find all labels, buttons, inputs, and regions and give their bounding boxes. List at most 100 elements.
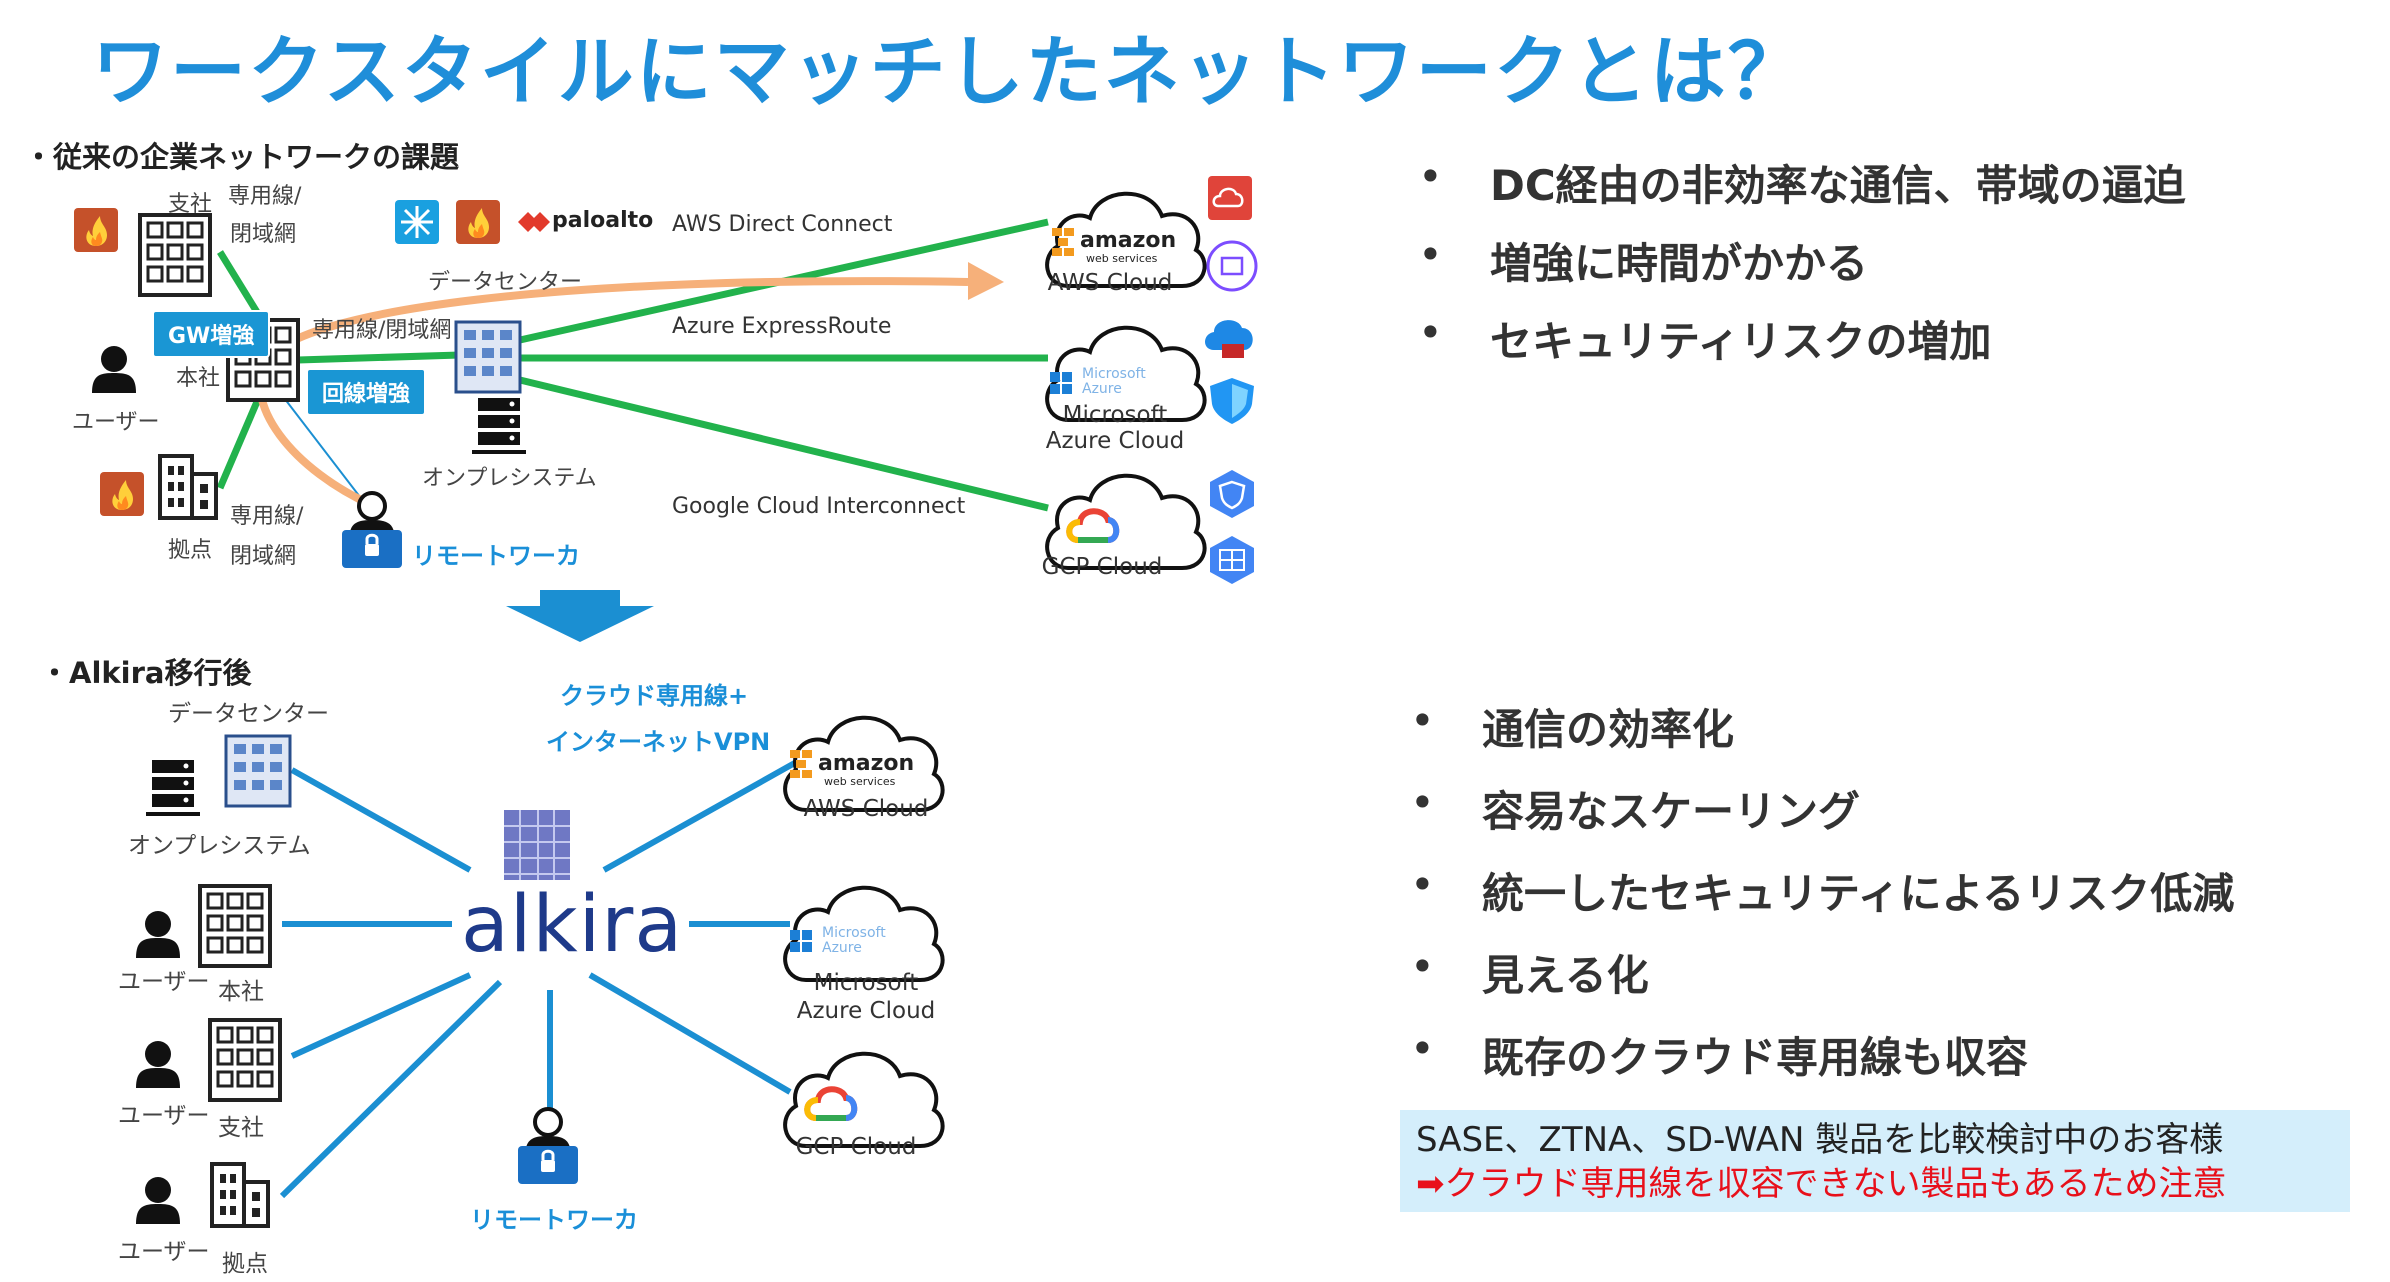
remote-worker-icon — [516, 1107, 580, 1186]
caution-note-line2: ➡クラウド専用線を収容できない製品もあるため注意 — [1416, 1164, 2227, 1204]
line-upgrade-badge: 回線増強 — [306, 368, 427, 416]
after-aws-cloud-label: AWS Cloud — [803, 796, 929, 822]
after-user-base-label: ユーザー — [118, 1239, 210, 1265]
cloud-line-label-1: クラウド専用線+ — [560, 682, 749, 710]
fire-icon — [456, 200, 500, 244]
after-gcp-cloud-label: GCP Cloud — [795, 1134, 917, 1160]
paloalto-logo-text: paloalto — [552, 208, 654, 233]
benefit-item: 統一したセキュリティによるリスク低減 — [1410, 860, 2234, 942]
google-interconnect-label: Google Cloud Interconnect — [672, 494, 966, 519]
datacenter-label: データセンター — [428, 270, 583, 295]
gw-upgrade-badge: GW増強 — [152, 310, 271, 358]
issue-item: DC経由の非効率な通信、帯域の逼迫 — [1418, 152, 2186, 230]
azure-cloud-icon — [1045, 325, 1207, 422]
after-remote-worker-label: リモートワーカ — [470, 1206, 638, 1234]
leased-line-mid-label: 専用線/閉域網 — [312, 318, 452, 343]
remote-worker-icon — [340, 491, 404, 570]
server-icon — [472, 398, 526, 454]
azure-cloud-icon — [783, 885, 945, 982]
gcp-security-icon — [1210, 470, 1254, 518]
cloud-line-label-2: インターネットVPN — [546, 728, 771, 756]
small-building-icon — [210, 1162, 270, 1228]
benefits-list: 通信の効率化 容易なスケーリング 統一したセキュリティによるリスク低減 見える化… — [1410, 696, 2234, 1106]
building-icon — [198, 884, 272, 968]
webservices-logo-text: web services — [824, 775, 896, 788]
building-icon — [208, 1018, 282, 1102]
before-connection-lines — [216, 218, 1049, 512]
aws-cloud-label: AWS Cloud — [1047, 270, 1173, 296]
page-title: ワークスタイルにマッチしたネットワークとは？ — [92, 27, 1806, 116]
traffic-arrowhead — [968, 262, 1004, 300]
leased-line-label-2a: 専用線/ — [230, 504, 304, 529]
after-base-label: 拠点 — [222, 1251, 268, 1277]
caution-note-line1: SASE、ZTNA、SD-WAN 製品を比較検討中のお客様 — [1416, 1120, 2224, 1160]
after-datacenter-label: データセンター — [168, 701, 329, 727]
ms-azure-logo-text-2: Azure — [1082, 381, 1122, 397]
benefit-item: 既存のクラウド専用線も収容 — [1410, 1024, 2234, 1106]
after-connection-lines — [279, 757, 802, 1199]
hq-label: 本社 — [176, 366, 221, 391]
aws-cloud-icon — [1045, 191, 1207, 288]
fire-icon — [100, 472, 144, 516]
azure-shield-icon — [1210, 378, 1254, 424]
datacenter-building-icon — [454, 320, 522, 394]
aws-firewall-icon — [1206, 240, 1258, 292]
leased-line-label-1a: 専用線/ — [228, 184, 302, 209]
person-icon — [136, 1041, 180, 1088]
server-icon — [146, 760, 200, 816]
person-icon — [136, 911, 180, 958]
after-user-branch-label: ユーザー — [118, 1103, 210, 1129]
base-label: 拠点 — [168, 538, 213, 563]
caution-note: SASE、ZTNA、SD-WAN 製品を比較検討中のお客様 ➡クラウド専用線を収… — [1400, 1110, 2350, 1212]
leased-line-label-1b: 閉域網 — [230, 222, 297, 247]
ms-azure-logo-text-1: Microsoft — [822, 925, 886, 941]
issues-list: DC経由の非効率な通信、帯域の逼迫 増強に時間がかかる セキュリティリスクの増加 — [1418, 152, 2186, 386]
amazon-logo-text: amazon — [818, 751, 914, 776]
after-user-hq-label: ユーザー — [118, 969, 210, 995]
after-branch-label: 支社 — [218, 1115, 264, 1141]
traffic-arrow — [256, 277, 969, 512]
azure-firewall-icon — [1205, 320, 1253, 358]
azure-cloud-label-2: Azure Cloud — [1045, 428, 1185, 454]
small-building-icon — [158, 454, 218, 520]
azure-expressroute-label: Azure ExpressRoute — [672, 314, 892, 339]
issue-item: セキュリティリスクの増加 — [1418, 308, 2186, 386]
benefit-item: 見える化 — [1410, 942, 2234, 1024]
gcp-cloud-icon — [1045, 473, 1207, 570]
snowflake-icon — [395, 200, 439, 244]
person-icon — [136, 1177, 180, 1224]
paloalto-icon — [518, 212, 550, 232]
aws-direct-connect-label: AWS Direct Connect — [672, 212, 893, 237]
ms-azure-logo-text-1: Microsoft — [1082, 366, 1146, 382]
onprem-label: オンプレシステム — [422, 466, 597, 491]
after-azure-cloud-label-2: Azure Cloud — [796, 998, 936, 1024]
section-before-heading: ・従来の企業ネットワークの課題 — [24, 140, 460, 174]
webservices-logo-text: web services — [1086, 252, 1158, 265]
ms-azure-logo-text-2: Azure — [822, 940, 862, 956]
aws-security-icon — [1208, 176, 1252, 220]
benefit-item: 容易なスケーリング — [1410, 778, 2234, 860]
alkira-logo: alkira — [455, 880, 690, 970]
aws-cloud-icon — [783, 715, 945, 812]
user-label: ユーザー — [72, 410, 160, 435]
fire-icon — [74, 208, 118, 252]
issue-item: 増強に時間がかかる — [1418, 230, 2186, 308]
after-azure-cloud-label-1: Microsoft — [813, 970, 919, 996]
gcp-cloud-label: GCP Cloud — [1041, 554, 1163, 580]
branch-label: 支社 — [168, 192, 213, 217]
leased-line-label-2b: 閉域網 — [230, 544, 297, 569]
person-icon — [92, 346, 136, 393]
azure-cloud-label-1: Microsoft — [1062, 402, 1168, 428]
after-onprem-label: オンプレシステム — [128, 833, 311, 859]
remote-worker-label: リモートワーカ — [412, 542, 580, 570]
transition-arrow — [506, 590, 654, 642]
datacenter-building-icon — [224, 734, 292, 808]
amazon-logo-text: amazon — [1080, 228, 1176, 253]
gcp-armor-icon — [1210, 536, 1254, 584]
after-hq-label: 本社 — [218, 979, 264, 1005]
gcp-cloud-icon — [783, 1051, 945, 1148]
section-after-heading: ・Alkira移行後 — [40, 656, 252, 690]
building-icon — [138, 213, 212, 297]
